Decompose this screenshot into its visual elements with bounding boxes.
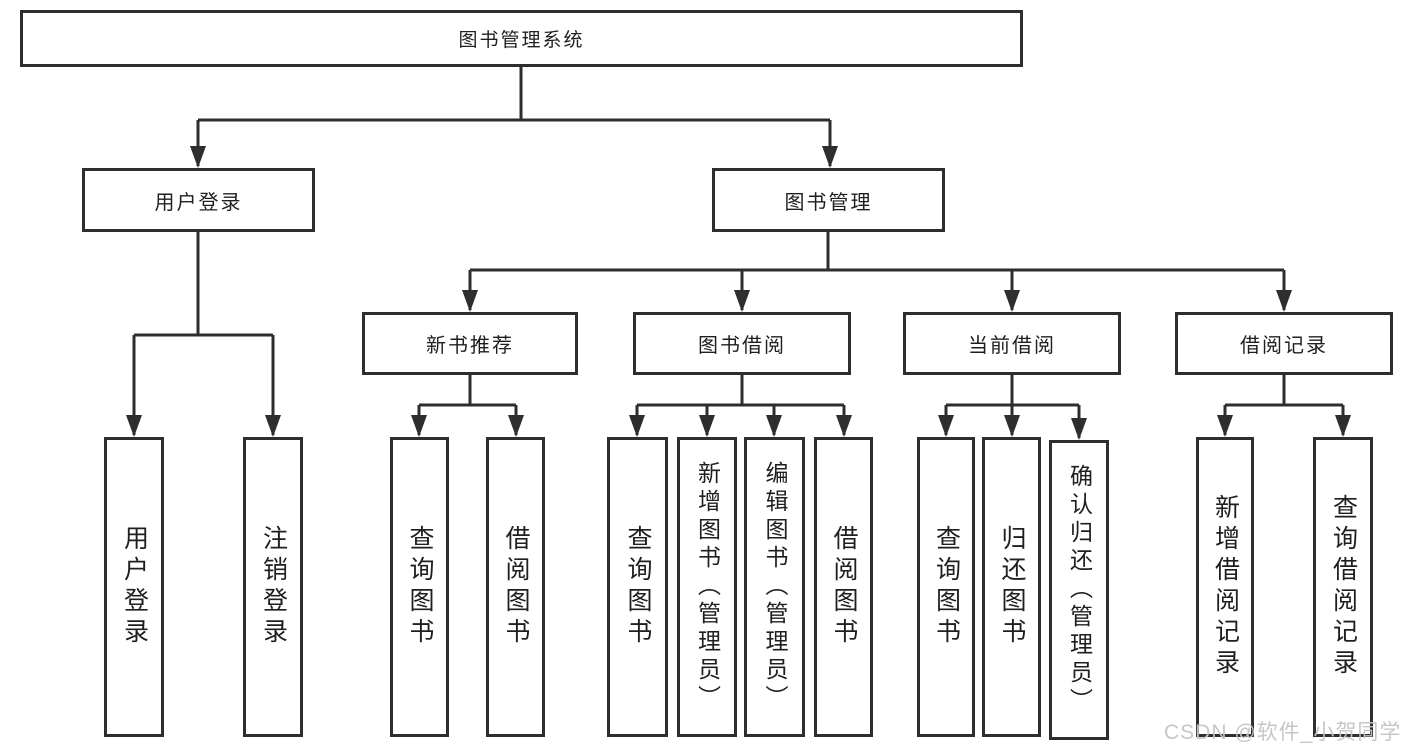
leaf-bb-query-books: 查询图书 xyxy=(607,437,668,737)
leaf-br-query-borrow-record-label: 查询借阅记录 xyxy=(1329,494,1358,680)
leaf-bb-borrow-books-label: 借阅图书 xyxy=(830,525,858,649)
leaf-br-add-borrow-record: 新增借阅记录 xyxy=(1196,437,1254,737)
leaf-user-login: 用户登录 xyxy=(104,437,164,737)
tree-edges xyxy=(132,66,1345,438)
node-root-label: 图书管理系统 xyxy=(458,30,585,51)
leaf-bb-edit-books-admin-label: 编辑图书（管理员） xyxy=(762,461,788,713)
leaf-br-query-borrow-record: 查询借阅记录 xyxy=(1313,437,1373,737)
node-book-borrow-label: 图书借阅 xyxy=(698,335,786,357)
leaf-cb-confirm-return-admin: 确认归还（管理员） xyxy=(1049,440,1109,740)
node-root: 图书管理系统 xyxy=(20,10,1023,67)
leaf-cb-query-books: 查询图书 xyxy=(917,437,975,737)
node-current-borrow-label: 当前借阅 xyxy=(968,335,1056,357)
node-current-borrow: 当前借阅 xyxy=(903,312,1121,375)
node-book-management-label: 图书管理 xyxy=(784,191,873,214)
leaf-br-add-borrow-record-label: 新增借阅记录 xyxy=(1211,494,1240,680)
leaf-rec-borrow-books-label: 借阅图书 xyxy=(502,525,530,649)
leaf-cb-confirm-return-admin-label: 确认归还（管理员） xyxy=(1066,464,1093,716)
csdn-watermark: CSDN @软件_小贺同学 xyxy=(1164,721,1402,744)
leaf-rec-borrow-books: 借阅图书 xyxy=(486,437,545,737)
leaf-rec-query-books: 查询图书 xyxy=(390,437,449,737)
leaf-bb-query-books-label: 查询图书 xyxy=(624,525,652,649)
node-new-book-recommend: 新书推荐 xyxy=(362,312,578,375)
node-book-borrow: 图书借阅 xyxy=(633,312,851,375)
node-user-login-label: 用户登录 xyxy=(154,191,243,214)
node-user-login: 用户登录 xyxy=(82,168,315,232)
leaf-bb-borrow-books: 借阅图书 xyxy=(814,437,873,737)
leaf-bb-add-books-admin-label: 新增图书（管理员） xyxy=(694,461,721,713)
leaf-bb-edit-books-admin: 编辑图书（管理员） xyxy=(744,437,805,737)
node-borrow-records-label: 借阅记录 xyxy=(1240,335,1328,357)
leaf-logout-label: 注销登录 xyxy=(259,525,288,649)
node-borrow-records: 借阅记录 xyxy=(1175,312,1393,375)
leaf-bb-add-books-admin: 新增图书（管理员） xyxy=(677,437,737,737)
node-new-book-recommend-label: 新书推荐 xyxy=(426,335,514,357)
leaf-cb-return-books: 归还图书 xyxy=(982,437,1041,737)
node-book-management: 图书管理 xyxy=(712,168,945,232)
leaf-user-login-label: 用户登录 xyxy=(120,525,149,649)
leaf-cb-query-books-label: 查询图书 xyxy=(932,525,961,649)
leaf-rec-query-books-label: 查询图书 xyxy=(406,525,434,649)
leaf-cb-return-books-label: 归还图书 xyxy=(998,525,1026,649)
leaf-logout: 注销登录 xyxy=(243,437,303,737)
